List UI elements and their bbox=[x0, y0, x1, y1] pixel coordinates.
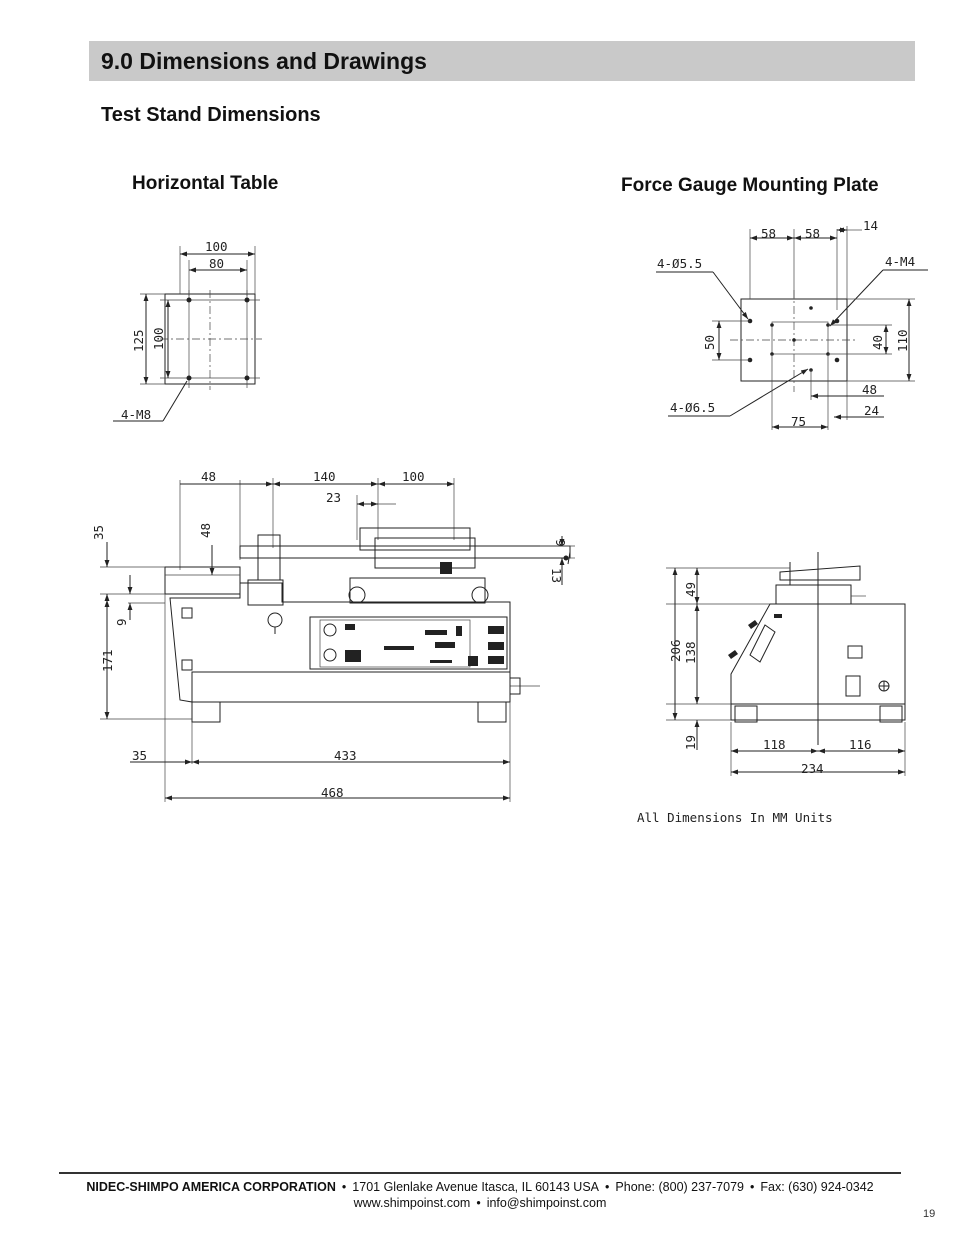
dim-label: 433 bbox=[334, 748, 357, 763]
end-view-drawing: 49 206 138 19 118 116 234 bbox=[666, 552, 906, 776]
stand-body bbox=[169, 582, 511, 703]
dim-label: 100 bbox=[402, 469, 425, 484]
dim-label: 100 bbox=[151, 327, 166, 350]
dim-label: 4-M8 bbox=[121, 407, 151, 422]
dim-label: 48 bbox=[862, 382, 877, 397]
footer-website-link[interactable]: www.shimpoinst.com bbox=[353, 1196, 471, 1210]
mounting-hole-icon bbox=[186, 375, 192, 381]
dim-label: 171 bbox=[100, 649, 115, 672]
dim-label: 14 bbox=[863, 218, 878, 233]
dim-label: 24 bbox=[864, 403, 879, 418]
dim-label: 116 bbox=[849, 737, 872, 752]
dim-label: 4-M4 bbox=[885, 254, 915, 269]
dim-label: 4-Ø6.5 bbox=[670, 400, 715, 415]
dim-label: 125 bbox=[131, 329, 146, 352]
footer-email-link[interactable]: info@shimpoinst.com bbox=[486, 1196, 607, 1210]
dim-label: 100 bbox=[205, 239, 228, 254]
mounting-hole-icon bbox=[834, 357, 840, 363]
section-title: 9.0 Dimensions and Drawings bbox=[101, 47, 427, 74]
power-switch-icon bbox=[845, 675, 861, 697]
dim-label: 75 bbox=[791, 414, 806, 429]
page-number: 19 bbox=[923, 1208, 936, 1220]
dim-label: 138 bbox=[683, 641, 698, 664]
dim-label: 110 bbox=[895, 329, 910, 352]
mounting-plate-drawing: 58 58 14 4-Ø5.5 4-M4 50 40 110 4-Ø6.5 bbox=[656, 218, 928, 430]
footer-separator: • bbox=[341, 1180, 347, 1194]
mounting-hole-icon bbox=[809, 306, 813, 310]
power-outlet-icon bbox=[847, 645, 863, 659]
dim-label: 58 bbox=[805, 226, 820, 241]
horizontal-table-drawing: 100 80 125 100 4-M8 bbox=[113, 239, 262, 422]
dim-label: 9 bbox=[114, 618, 129, 626]
dim-label: 140 bbox=[313, 469, 336, 484]
mounting-hole-icon bbox=[792, 338, 796, 342]
horizontal-table-title: Horizontal Table bbox=[132, 173, 279, 194]
footer-address: 1701 Glenlake Avenue Itasca, IL 60143 US… bbox=[352, 1180, 600, 1194]
dim-label: 23 bbox=[326, 490, 341, 505]
dim-label: 4-Ø5.5 bbox=[657, 256, 702, 271]
footer-divider bbox=[59, 1172, 901, 1174]
dim-label: 468 bbox=[321, 785, 344, 800]
dim-label: 40 bbox=[870, 335, 885, 350]
dim-label: 80 bbox=[209, 256, 224, 271]
dim-label: 19 bbox=[683, 735, 698, 750]
subsection-title: Test Stand Dimensions bbox=[101, 104, 321, 126]
dim-label: 48 bbox=[201, 469, 216, 484]
mounting-hole-icon bbox=[244, 297, 250, 303]
dim-label: 35 bbox=[132, 748, 147, 763]
dim-label: 234 bbox=[801, 761, 824, 776]
mounting-hole-icon bbox=[244, 375, 250, 381]
side-view-drawing: 48 140 100 23 bbox=[91, 469, 575, 802]
footer-contact-line: NIDEC-SHIMPO AMERICA CORPORATION • 1701 Gl… bbox=[59, 1180, 901, 1194]
dim-label: 50 bbox=[702, 335, 717, 350]
dim-label: 206 bbox=[668, 639, 683, 662]
footer-phone: Phone: (800) 237-7079 bbox=[615, 1180, 744, 1194]
footer-separator: • bbox=[749, 1180, 755, 1194]
dim-label: 48 bbox=[198, 523, 213, 538]
mounting-plate-title: Force Gauge Mounting Plate bbox=[621, 175, 879, 196]
dim-label: 35 bbox=[91, 525, 106, 540]
control-panel bbox=[309, 616, 508, 670]
mounting-hole-icon bbox=[186, 297, 192, 303]
dim-label: 58 bbox=[761, 226, 776, 241]
footer-company: NIDEC-SHIMPO AMERICA CORPORATION bbox=[86, 1180, 336, 1194]
dim-label: 13 bbox=[549, 568, 564, 583]
units-note: All Dimensions In MM Units bbox=[637, 810, 833, 825]
knob-icon bbox=[267, 612, 283, 628]
dim-label: 118 bbox=[763, 737, 786, 752]
section-header-bar: 9.0 Dimensions and Drawings bbox=[89, 41, 915, 81]
footer-web-line: www.shimpoinst.com • info@shimpoinst.com bbox=[59, 1196, 901, 1210]
footer-fax: Fax: (630) 924-0342 bbox=[760, 1180, 874, 1194]
dim-label: 49 bbox=[683, 582, 698, 597]
footer-separator: • bbox=[605, 1180, 610, 1194]
mounting-hole-icon bbox=[770, 323, 774, 327]
dim-label: 9 bbox=[553, 539, 568, 547]
footer-separator: • bbox=[476, 1196, 481, 1210]
